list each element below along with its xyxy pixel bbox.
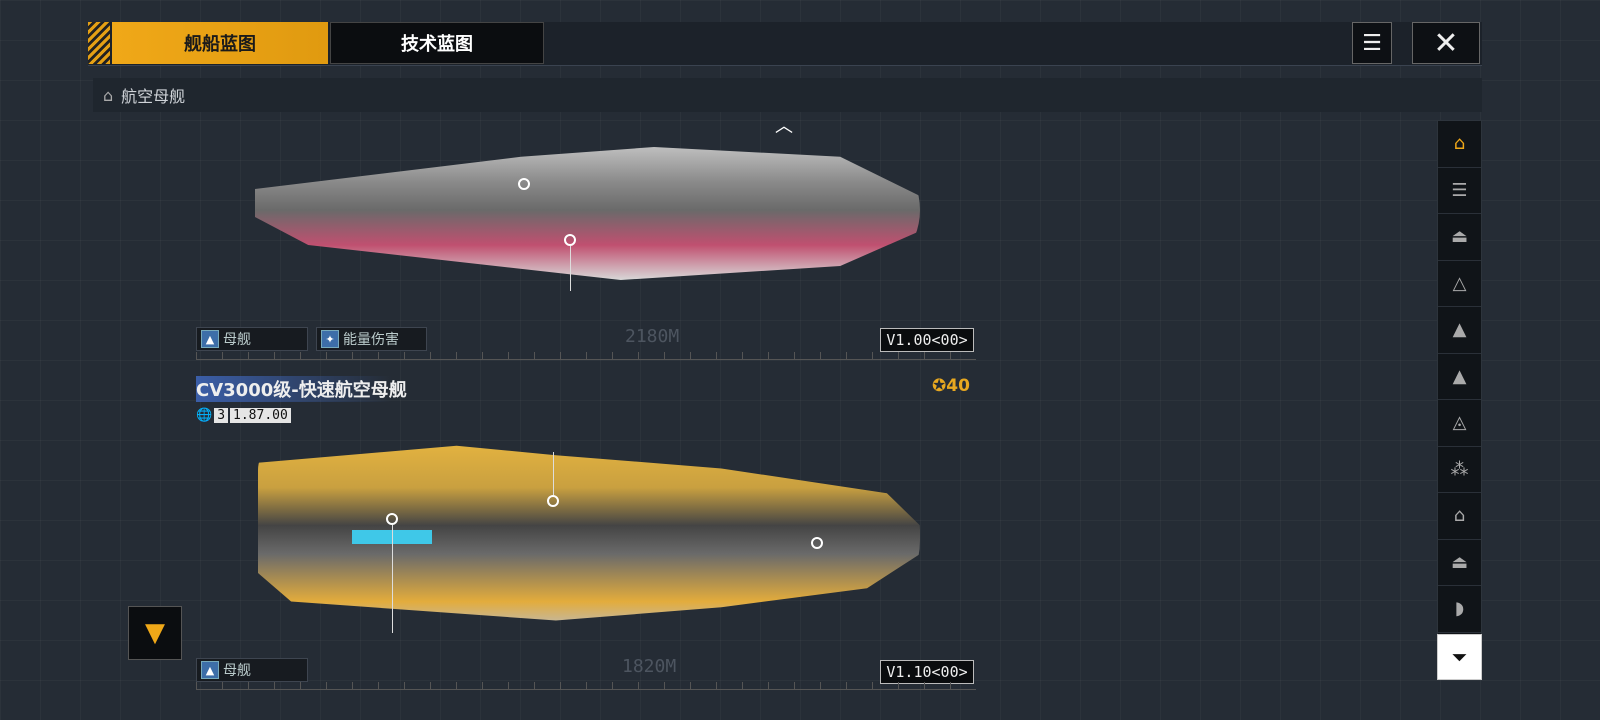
filter-aircraft-icon[interactable]: ◬ (1438, 400, 1481, 447)
filter-corvette-icon[interactable]: ▲ (1438, 354, 1481, 400)
pointer-line (553, 452, 554, 495)
hardpoint-marker[interactable] (518, 178, 530, 190)
version-label[interactable]: V1.10<00> (880, 660, 974, 684)
ship-rating: 🌐 3 1.87.00 (196, 408, 291, 423)
category-label: 航空母舰 (121, 87, 186, 106)
energy-icon: ✦ (321, 330, 339, 348)
document-icon: ☰ (1362, 30, 1382, 56)
ship-length: 2180M (625, 326, 680, 347)
filter-support-icon[interactable]: ⌂ (1438, 493, 1481, 540)
filter-frigate-icon[interactable]: ▲ (1438, 307, 1481, 354)
ship-type-sidebar: ⌂ ☰ ⏏ △ ▲ ▲ ◬ ⁂ ⌂ ⏏ ◗ (1437, 120, 1482, 680)
tab-ship-blueprint[interactable]: 舰船蓝图 (112, 22, 328, 64)
filter-auxiliary-icon[interactable]: ⏏ (1438, 540, 1481, 586)
notes-button[interactable]: ☰ (1352, 22, 1392, 64)
version-label[interactable]: V1.00<00> (880, 328, 974, 352)
ship-length: 1820M (622, 656, 677, 677)
command-cost: ✪40 (932, 376, 970, 396)
faction-badge[interactable]: ▼ (128, 606, 182, 660)
carrier-icon: ⌂ (103, 85, 114, 105)
category-bar: ⌂ 航空母舰 (93, 78, 1482, 112)
tab-tech-blueprint[interactable]: 技术蓝图 (330, 22, 544, 64)
tag-mothership: ▲母舰 (196, 327, 308, 351)
cost-icon: ✪ (932, 376, 947, 396)
close-button[interactable]: ✕ (1412, 22, 1480, 64)
mothership-icon: ▲ (201, 661, 219, 679)
tag-label: 能量伤害 (343, 332, 399, 348)
mothership-icon: ▲ (201, 330, 219, 348)
ruler (196, 682, 976, 690)
tag-energy-damage: ✦能量伤害 (316, 327, 427, 351)
filter-fighter-icon[interactable]: ⁂ (1438, 447, 1481, 493)
filter-destroyer-icon[interactable]: △ (1438, 261, 1481, 307)
cost-value: 40 (946, 376, 970, 396)
hardpoint-marker[interactable] (386, 513, 398, 525)
hardpoint-marker[interactable] (811, 537, 823, 549)
globe-icon: 🌐 (196, 408, 213, 423)
rating-level: 3 (214, 408, 229, 423)
top-bar: 舰船蓝图 技术蓝图 ☰ ✕ (88, 22, 1482, 66)
filter-button[interactable]: ⏷ (1437, 634, 1482, 680)
triangle-icon: ▼ (145, 618, 165, 648)
filter-battlecruiser-icon[interactable]: ☰ (1438, 168, 1481, 214)
ship-name: CV3000级-快速航空母舰 (196, 376, 413, 402)
hardpoint-marker[interactable] (564, 234, 576, 246)
rating-value: 1.87.00 (230, 408, 291, 423)
chevron-up-icon[interactable]: ︿ (775, 116, 793, 137)
ruler (196, 352, 976, 360)
tag-label: 母舰 (223, 663, 251, 679)
close-icon: ✕ (1433, 25, 1459, 61)
tag-mothership: ▲母舰 (196, 658, 308, 682)
filter-icon: ⏷ (1451, 645, 1468, 669)
filter-carrier-icon[interactable]: ⌂ (1438, 121, 1481, 168)
stripe-decoration (88, 22, 110, 64)
hardpoint-marker[interactable] (547, 495, 559, 507)
pointer-line (392, 525, 393, 633)
filter-cruiser-icon[interactable]: ⏏ (1438, 214, 1481, 261)
pointer-line (570, 246, 571, 291)
filter-misc-icon[interactable]: ◗ (1438, 586, 1481, 633)
tag-label: 母舰 (223, 332, 251, 348)
